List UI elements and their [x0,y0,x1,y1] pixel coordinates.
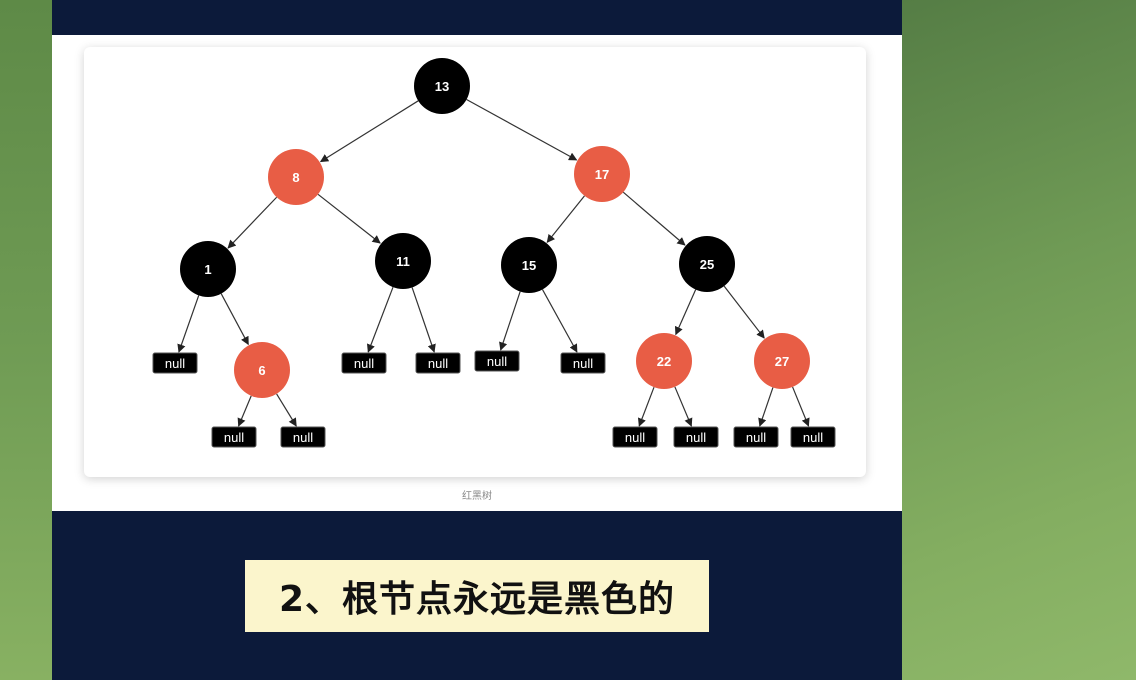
null-box [474,350,520,372]
diagram-caption: 红黑树 [462,491,492,502]
edge-n15-null_15L [499,291,521,351]
edge-n6-null_6R [276,393,297,427]
edge-n27-null_27L [758,387,774,427]
node-circle [375,233,431,289]
edge-n27-null_27R [792,386,810,427]
null-leaf: null [673,426,719,448]
tree-node-6: 6 [234,342,290,398]
node-circle [234,342,290,398]
node-label: 6 [258,363,265,378]
tree-node-13: 13 [414,58,470,114]
null-leaf: null [152,352,198,374]
edge-n11-null_11R [411,287,436,353]
null-leaf: null [733,426,779,448]
node-circle [501,237,557,293]
node-label: 13 [435,79,449,94]
null-label: null [354,356,374,371]
null-label: null [686,430,706,445]
node-label: 22 [657,354,671,369]
tree-node-15: 15 [501,237,557,293]
null-box [673,426,719,448]
rule-box: 2、根节点永远是黑色的 [245,560,709,632]
edge-n17-n25 [622,191,686,246]
null-box [280,426,326,448]
null-leaf: null [474,350,520,372]
null-box [612,426,658,448]
node-label: 11 [396,254,410,269]
null-leaf: null [211,426,257,448]
null-box [560,352,606,374]
rule-text: 2、根节点永远是黑色的 [278,579,676,620]
null-label: null [625,430,645,445]
tree-node-1: 1 [180,241,236,297]
null-label: null [803,430,823,445]
edge-n17-n15 [546,195,585,244]
edge-n1-null_1L [177,295,200,353]
null-box [790,426,836,448]
edge-n8-n1 [227,196,278,249]
edge-n1-n6 [220,293,249,346]
edge-n13-n8 [319,100,419,163]
null-box [733,426,779,448]
null-label: null [487,354,507,369]
node-circle [414,58,470,114]
null-leaf: null [790,426,836,448]
tree-node-8: 8 [268,149,324,205]
null-leaf: null [415,352,461,374]
node-label: 1 [204,262,211,277]
null-leaf: null [560,352,606,374]
null-label: null [573,356,593,371]
node-circle [636,333,692,389]
null-box [415,352,461,374]
node-label: 27 [775,354,789,369]
edge-n15-null_15R [541,289,578,353]
node-label: 25 [700,257,714,272]
node-circle [754,333,810,389]
null-box [341,352,387,374]
null-leaf: null [280,426,326,448]
null-leaf: null [341,352,387,374]
edge-n13-n17 [466,98,578,161]
node-circle [268,149,324,205]
null-label: null [224,430,244,445]
null-label: null [746,430,766,445]
null-label: null [293,430,313,445]
edge-n11-null_11L [366,286,394,353]
null-label: null [165,356,185,371]
tree-node-17: 17 [574,146,630,202]
edge-n22-null_22R [674,386,693,427]
edge-n6-null_6L [237,395,252,427]
node-label: 15 [522,258,536,273]
null-leaf: null [612,426,658,448]
edge-n25-n27 [723,285,765,339]
right-background [902,0,1136,680]
null-box [152,352,198,374]
node-circle [679,236,735,292]
node-label: 17 [595,167,609,182]
null-label: null [428,356,448,371]
node-circle [180,241,236,297]
node-circle [574,146,630,202]
edge-n8-n11 [317,193,381,244]
tree-node-27: 27 [754,333,810,389]
tree-node-25: 25 [679,236,735,292]
tree-node-22: 22 [636,333,692,389]
node-label: 8 [292,170,299,185]
left-background [0,0,52,680]
edge-n22-null_22L [637,386,655,427]
edge-n25-n22 [674,289,697,336]
null-box [211,426,257,448]
tree-node-11: 11 [375,233,431,289]
